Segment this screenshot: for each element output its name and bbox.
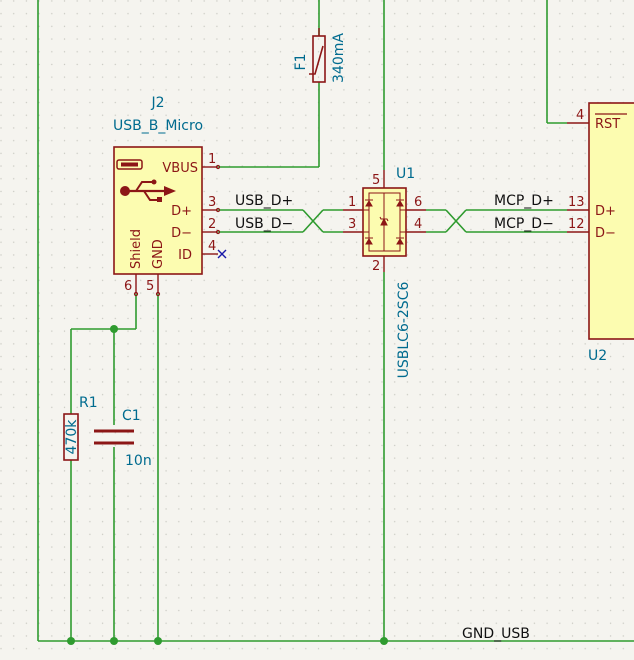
net-label-usb-dm[interactable]: USB_D− [235, 216, 293, 232]
net-label-mcp-dm[interactable]: MCP_D− [494, 216, 554, 232]
j2-pinnum-gnd: 5 [146, 279, 154, 294]
r1-reference: R1 [79, 395, 98, 411]
j2-pin-shield: Shield [129, 229, 144, 269]
fuse-f1[interactable]: F1 340mA [293, 28, 347, 83]
u2-pin-dp: D+ [595, 204, 616, 219]
no-connect-marker [217, 249, 227, 259]
mcu-u2[interactable]: RST D+ D− 4 13 12 U2 [567, 102, 634, 364]
u2-pin-dm: D− [595, 226, 616, 241]
j2-body [113, 146, 203, 275]
u1-reference: U1 [396, 166, 415, 182]
c1-value: 10n [125, 453, 152, 469]
u1-pinnum-6: 6 [414, 195, 422, 210]
resistor-r1[interactable]: R1 470k [63, 395, 98, 461]
net-label-usb-dp[interactable]: USB_D+ [235, 193, 293, 209]
j2-pinnum-dm: 2 [208, 217, 216, 232]
u1-value: USBLC6-2SC6 [396, 282, 412, 379]
u2-pinnum-rst: 4 [576, 108, 584, 123]
u2-pinnum-dm: 12 [568, 217, 585, 232]
net-label-mcp-dp[interactable]: MCP_D+ [494, 193, 554, 209]
fuse-body [312, 35, 326, 83]
u2-pinnum-dp: 13 [568, 195, 585, 210]
r1-body [63, 413, 79, 461]
j2-pin-dm: D− [171, 226, 192, 241]
j2-pinnum-dp: 3 [208, 195, 216, 210]
junction-dot [380, 637, 388, 645]
wires [37, 0, 634, 642]
ptc-symbol [309, 45, 324, 75]
usb-logo-icon [116, 159, 176, 202]
net-labels: USB_D+ USB_D− MCP_D+ MCP_D− GND_USB [235, 193, 554, 642]
j2-pin-dp: D+ [171, 204, 192, 219]
j2-pinnum-shield: 6 [124, 279, 132, 294]
capacitor-c1[interactable]: C1 10n [94, 408, 152, 469]
u1-pinnum-2: 2 [372, 259, 380, 274]
junction-dot [110, 637, 118, 645]
j2-pinnum-vbus: 1 [208, 152, 216, 167]
junction-dot [110, 325, 118, 333]
f1-value: 340mA [331, 33, 347, 83]
u1-pinnum-4: 4 [414, 217, 422, 232]
j2-pin-gnd: GND [151, 239, 166, 269]
u1-pinnum-3: 3 [348, 217, 356, 232]
j2-pinnum-id: 4 [208, 239, 216, 254]
junction-dot [154, 637, 162, 645]
u2-pin-rst: RST [595, 117, 620, 132]
f1-reference: F1 [293, 54, 309, 71]
r1-value: 470k [64, 419, 80, 455]
j2-pin-vbus: VBUS [162, 161, 198, 176]
u2-body [588, 102, 634, 340]
j2-pin-id: ID [178, 248, 192, 263]
j2-reference: J2 [150, 95, 164, 111]
u2-reference: U2 [588, 348, 607, 364]
j2-value: USB_B_Micro [113, 118, 203, 134]
u1-pinnum-5: 5 [372, 173, 380, 188]
u1-pinnum-1: 1 [348, 195, 356, 210]
connector-j2[interactable]: J2 USB_B_Micro [113, 95, 227, 297]
junction-dot [67, 637, 75, 645]
junctions [67, 325, 388, 645]
diode-network-icon [363, 192, 406, 252]
c1-reference: C1 [122, 408, 141, 424]
net-label-gnd-usb[interactable]: GND_USB [462, 626, 530, 642]
esd-protection-u1[interactable]: U1 USBLC6-2SC6 1 3 [343, 166, 426, 378]
